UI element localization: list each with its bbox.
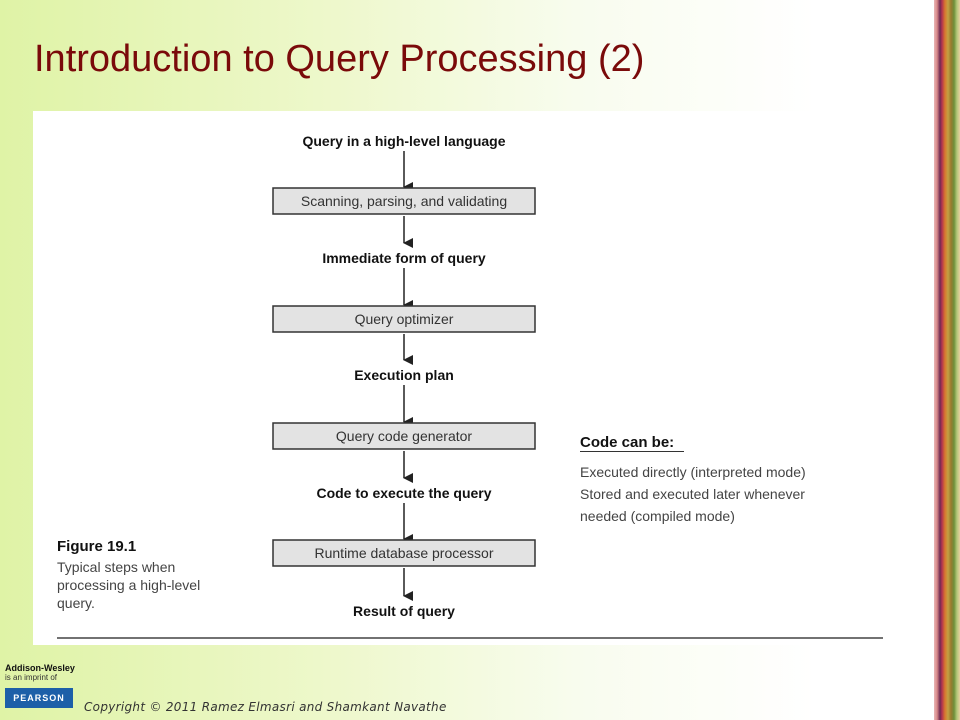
code-note-line-2: Stored and executed later whenever: [580, 486, 805, 502]
slide-title: Introduction to Query Processing (2): [34, 38, 645, 80]
process-label-query-code-generator: Query code generator: [336, 428, 473, 444]
publisher-brand: Addison-Wesley: [5, 663, 75, 673]
decorative-side-stripes: [934, 0, 960, 720]
process-label-scanning-parsing-and-validating: Scanning, parsing, and validating: [301, 193, 507, 209]
flow-label-code-to-execute-the-query: Code to execute the query: [316, 485, 491, 501]
figure-caption: Figure 19.1 Typical steps when processin…: [57, 538, 257, 612]
code-note-line-3: needed (compiled mode): [580, 508, 735, 524]
process-box-query-optimizer: [272, 305, 536, 333]
process-box-runtime-database-processor: [272, 539, 536, 567]
code-note-line-1: Executed directly (interpreted mode): [580, 464, 806, 480]
flow-label-query-in-a-high-level-language: Query in a high-level language: [302, 133, 505, 149]
figure-caption-line-1: Typical steps when: [57, 559, 176, 575]
process-box-scanning-parsing-and-validating: [272, 187, 536, 215]
flow-label-result-of-query: Result of query: [353, 603, 455, 619]
figure-caption-line-3: query.: [57, 595, 95, 611]
pearson-logo: PEARSON: [5, 688, 73, 708]
figure-number: Figure 19.1: [57, 538, 137, 555]
publisher-imprint-note: is an imprint of: [5, 673, 58, 682]
figure-caption-line-2: processing a high-level: [57, 577, 201, 593]
process-label-runtime-database-processor: Runtime database processor: [315, 545, 494, 561]
flow-label-immediate-form-of-query: Immediate form of query: [322, 250, 486, 266]
query-processing-flowchart: Query in a high-level languageScanning, …: [57, 133, 883, 639]
process-label-query-optimizer: Query optimizer: [355, 311, 454, 327]
copyright-footer: Copyright © 2011 Ramez Elmasri and Shamk…: [84, 700, 447, 714]
code-note: Code can be: Executed directly (interpre…: [580, 434, 880, 528]
flow-label-execution-plan: Execution plan: [354, 367, 454, 383]
publisher-logo: Addison-Wesley is an imprint of PEARSON: [5, 663, 75, 708]
process-box-query-code-generator: [272, 422, 536, 450]
code-note-heading: Code can be:: [580, 434, 685, 452]
